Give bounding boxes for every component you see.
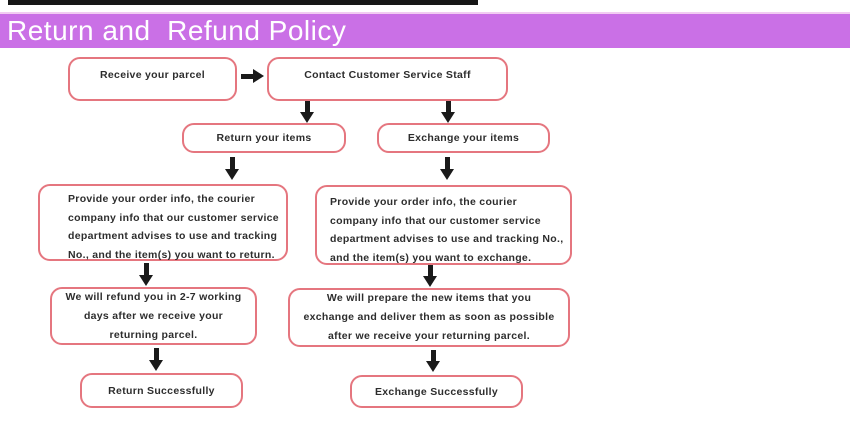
arrow-stem [229,157,235,170]
arrow-down-icon [225,157,239,180]
node-label: Exchange your items [407,132,520,144]
node-label: Receive your parcel [100,69,205,81]
arrow-stem [304,101,310,113]
flow-node-return-successfully: Return Successfully [80,373,243,408]
arrow-down-icon [139,263,153,286]
arrow-stem [444,157,450,170]
node-text-line: and the item(s) you want to exchange. [330,251,532,264]
node-text-line: We will prepare the new items that you [326,292,532,304]
arrow-head [139,275,153,286]
arrow-down-icon [426,350,440,372]
arrow-head [149,360,163,371]
arrow-right-icon [241,69,264,83]
arrow-stem [430,350,436,362]
node-text-line: We will refund you in 2-7 working [65,290,242,303]
node-text-line: No., and the item(s) you want to return. [68,248,275,261]
arrow-head [426,361,440,372]
node-text-line: days after we receive your [83,309,224,322]
flow-node-receive-parcel: Receive your parcel [68,57,237,101]
arrow-head [253,69,264,83]
arrow-head [441,112,455,123]
flow-node-provide-info-exchange: Provide your order info, the courier com… [315,185,572,265]
arrow-head [225,169,239,180]
flow-node-return-your-items: Return your items [182,123,346,153]
arrow-down-icon [149,348,163,371]
node-text-line: company info that our customer service [330,214,541,227]
arrow-stem [427,265,433,277]
arrow-stem [241,73,254,79]
arrow-stem [153,348,159,361]
arrow-down-icon [441,101,455,123]
flow-node-exchange-successfully: Exchange Successfully [350,375,523,408]
node-label: Return Successfully [108,384,215,397]
arrow-head [300,112,314,123]
arrow-stem [143,263,149,276]
node-text-line: exchange and deliver them as soon as pos… [303,311,555,323]
arrow-down-icon [300,101,314,123]
arrow-head [423,276,437,287]
title-bar: Return and Refund Policy [0,12,850,48]
node-text-line: department advises to use and tracking N… [330,233,564,245]
flow-node-provide-info-return: Provide your order info, the courier com… [38,184,288,261]
node-text-line: Provide your order info, the courier [330,196,517,208]
flow-node-exchange-your-items: Exchange your items [377,123,550,153]
arrow-down-icon [423,265,437,287]
node-label: Contact Customer Service Staff [304,69,471,81]
node-text-line: after we receive your returning parcel. [328,330,530,342]
flow-node-prepare-new-items: We will prepare the new items that you e… [288,288,570,347]
arrow-stem [445,101,451,113]
node-text-line: returning parcel. [109,328,198,341]
node-text-line: Provide your order info, the courier [68,193,255,205]
arrow-down-icon [440,157,454,180]
node-text-line: department advises to use and tracking [68,230,278,242]
page-title: Return and Refund Policy [7,15,347,46]
flow-node-refund-timeline: We will refund you in 2-7 working days a… [50,287,257,345]
node-label: Return your items [216,132,312,144]
flow-node-contact-customer-service: Contact Customer Service Staff [267,57,508,101]
top-edge-strip [8,0,478,5]
node-label: Exchange Successfully [374,385,499,398]
node-text-line: company info that our customer service [68,211,279,224]
arrow-head [440,169,454,180]
